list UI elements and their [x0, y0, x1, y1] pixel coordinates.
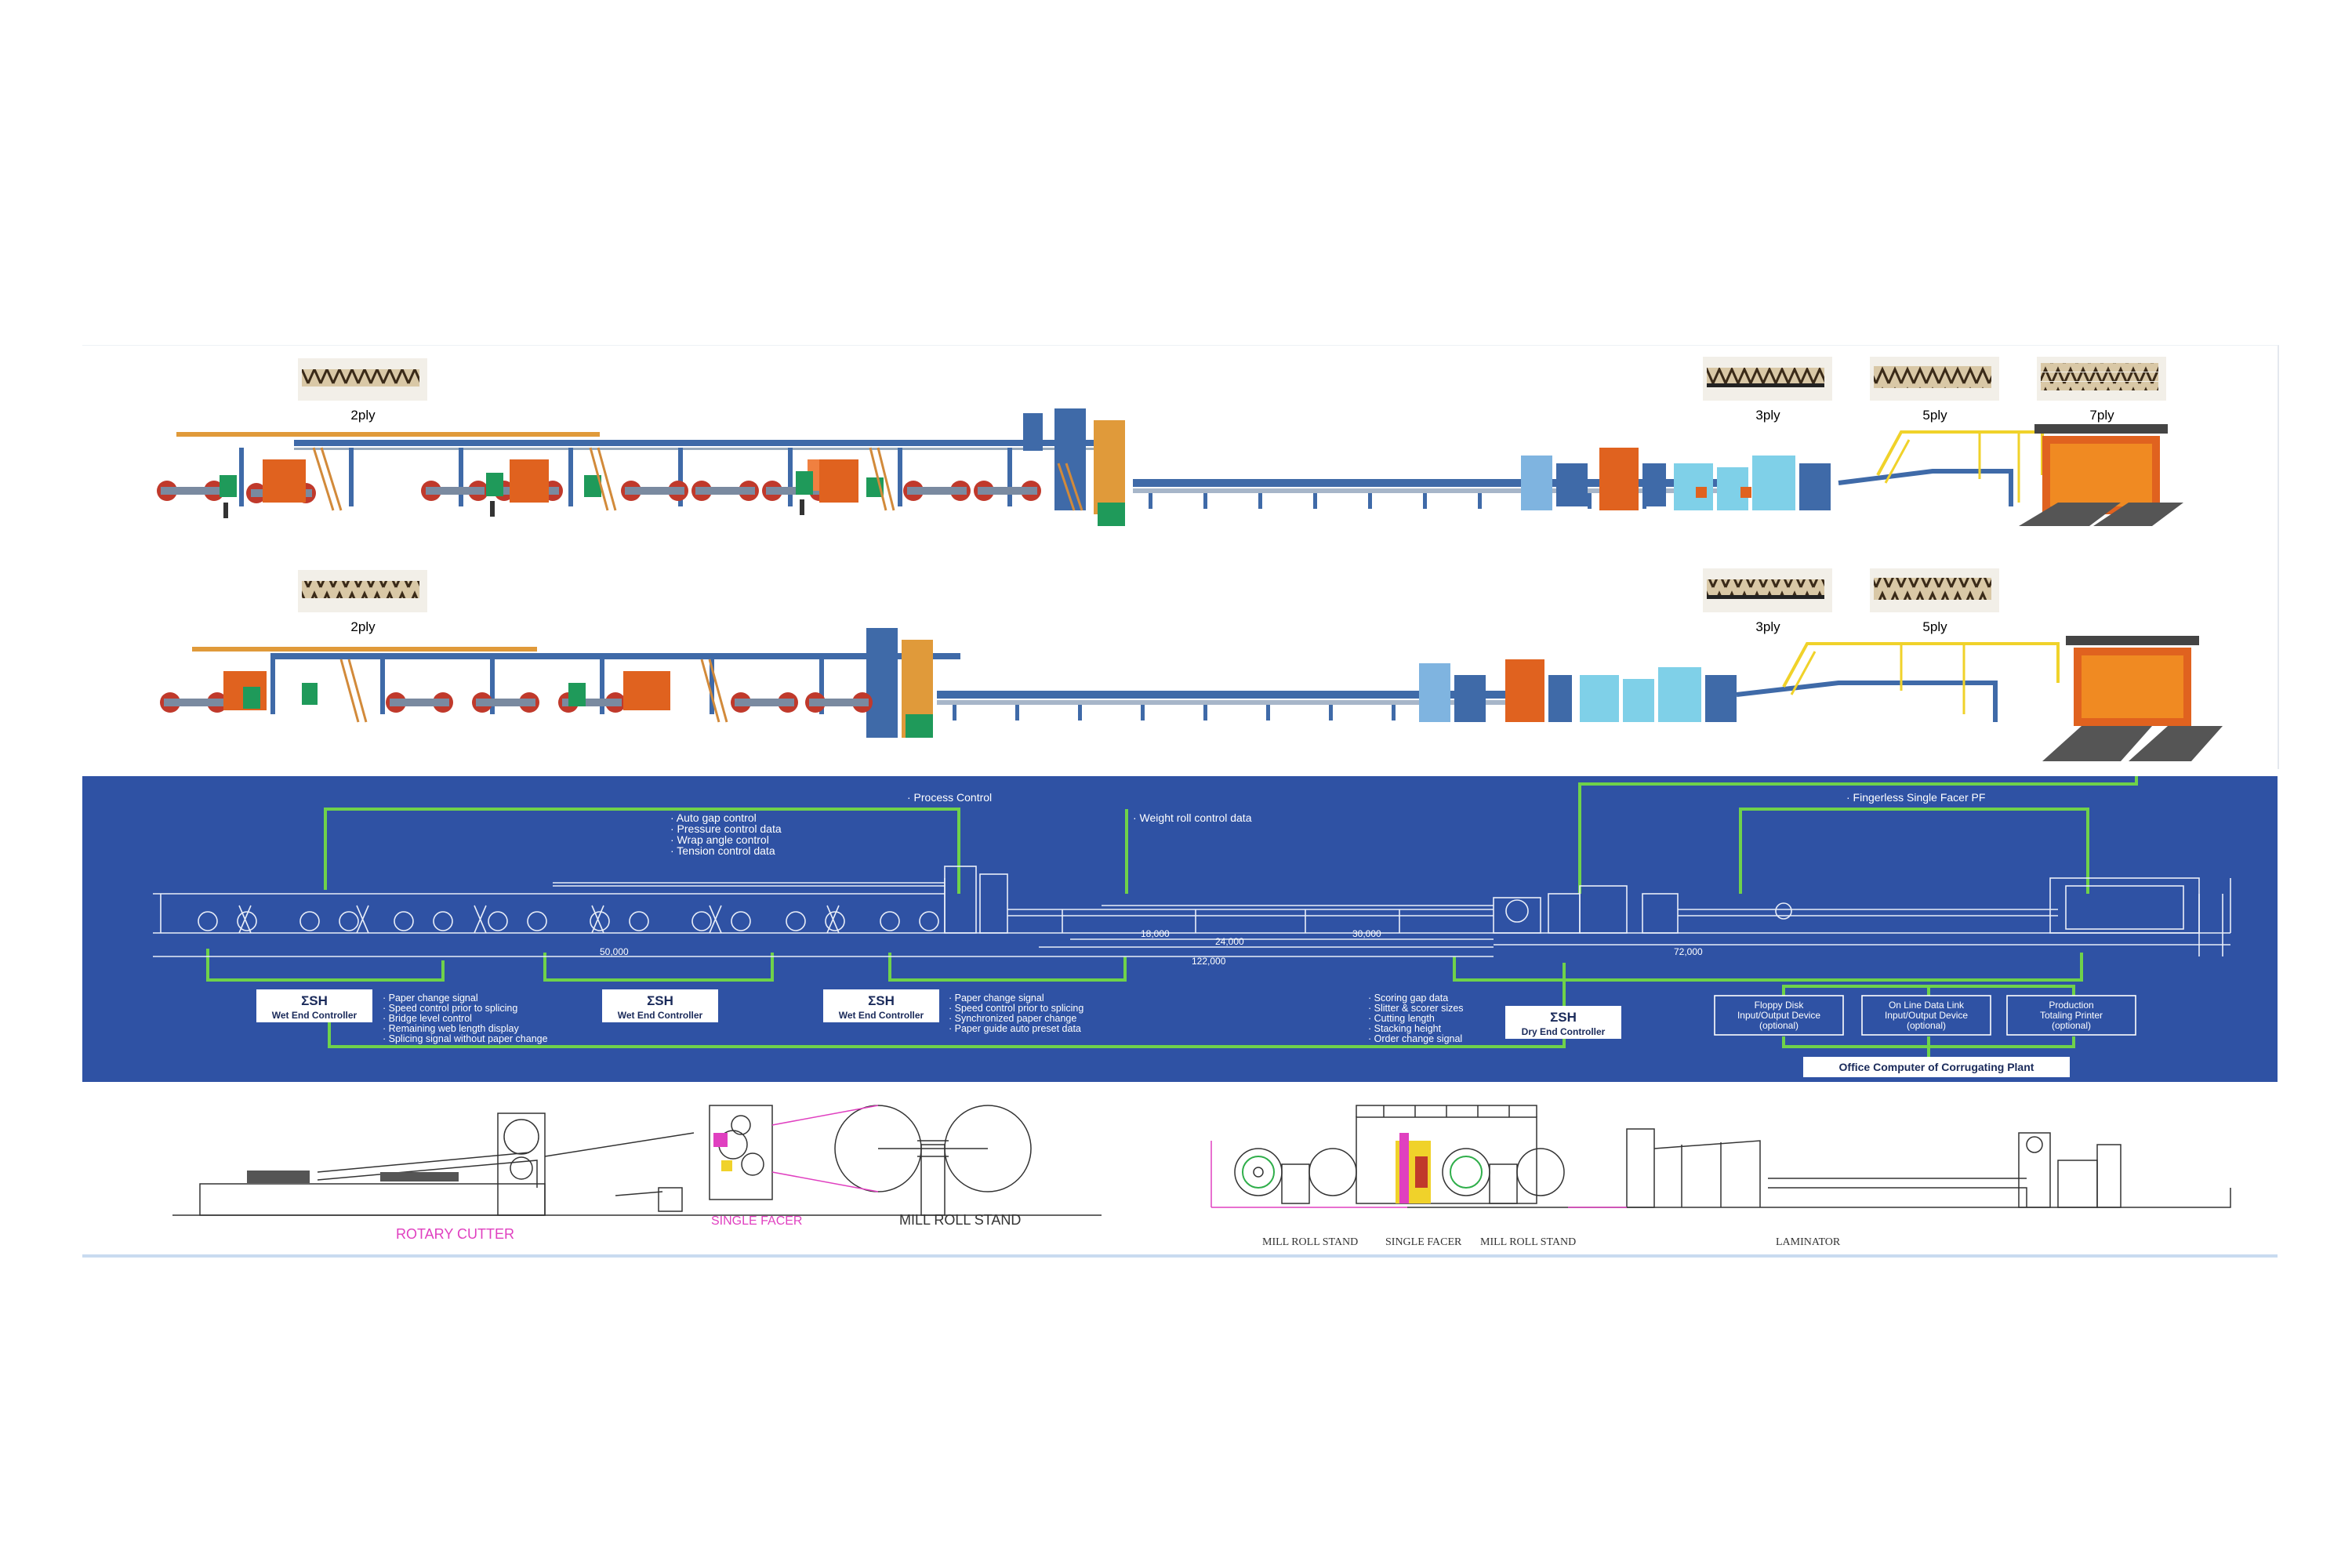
sample-3ply-swatch	[1703, 357, 1832, 401]
device-line: Totaling Printer	[2040, 1010, 2103, 1021]
sample-3ply-swatch	[1703, 568, 1832, 612]
control-signal-lines	[206, 776, 2138, 1057]
sample-label: 5ply	[1922, 408, 1947, 423]
dry-item: · Scoring gap data	[1368, 993, 1448, 1004]
dimension-labels: 50,000 18,000 24,000 30,000 122,000 72,0…	[600, 928, 1703, 967]
dry-item: · Stacking height	[1368, 1023, 1442, 1034]
rotary-cutter-label: ROTARY CUTTER	[396, 1226, 514, 1242]
sample-2ply-swatch	[298, 358, 427, 401]
sample-7ply-swatch	[2037, 357, 2166, 401]
line1-dry-end	[1521, 424, 2183, 526]
controller-name: Wet End Controller	[272, 1010, 358, 1021]
line2-wet-end	[160, 628, 960, 738]
machine-outline	[153, 866, 2231, 957]
wet-end-controller-2: ΣSH Wet End Controller	[602, 989, 718, 1022]
layout-drawings: ROTARY CUTTER SINGLE FACER MILL ROLL STA…	[172, 1105, 2231, 1248]
line1-wet-end	[157, 408, 1125, 526]
dimension-label: 18,000	[1141, 928, 1170, 939]
dimension-label: 50,000	[600, 946, 629, 957]
mill-roll-stand-label: MILL ROLL STAND	[1480, 1236, 1576, 1248]
control-system-diagram: · Process Control · Fingerless Single Fa…	[153, 776, 2231, 1077]
left-drawing	[172, 1105, 1102, 1216]
wet-mid-items: · Paper change signal · Speed control pr…	[949, 993, 1083, 1034]
device-line: Floppy Disk	[1755, 1000, 1805, 1011]
dimension-label: 72,000	[1674, 946, 1703, 957]
controller-sigma: ΣSH	[1550, 1010, 1577, 1025]
device-line: Input/Output Device	[1737, 1010, 1820, 1021]
fingerless-single-facer-label: · Fingerless Single Facer PF	[1846, 791, 1985, 804]
control-system-panel: · Process Control · Fingerless Single Fa…	[82, 776, 2278, 1082]
device-line: (optional)	[2052, 1020, 2091, 1031]
device-line: On Line Data Link	[1889, 1000, 1965, 1011]
controller-name: Wet End Controller	[618, 1010, 703, 1021]
dry-item: · Order change signal	[1368, 1033, 1462, 1044]
mill-roll-stand-label: MILL ROLL STAND	[1262, 1236, 1358, 1248]
line1: 2ply 3ply 5ply 7ply	[157, 357, 2183, 526]
sample-label: 3ply	[1755, 619, 1780, 634]
dry-item: · Slitter & scorer sizes	[1368, 1003, 1464, 1014]
wet-mid-item: · Speed control prior to splicing	[949, 1003, 1083, 1014]
wet-mid-item: · Paper change signal	[949, 993, 1044, 1004]
single-facer-label: SINGLE FACER	[1385, 1236, 1462, 1248]
wet-left-item: · Bridge level control	[383, 1013, 472, 1024]
office-computer-box: Office Computer of Corrugating Plant	[1803, 1057, 2070, 1077]
sample-label: 5ply	[1922, 619, 1947, 634]
controller-sigma: ΣSH	[868, 993, 895, 1008]
online-data-link-device: On Line Data Link Input/Output Device (o…	[1861, 995, 1991, 1036]
sample-label: 3ply	[1755, 408, 1780, 423]
mill-roll-stand-label: MILL ROLL STAND	[899, 1212, 1021, 1228]
floppy-disk-device: Floppy Disk Input/Output Device (optiona…	[1714, 995, 1844, 1036]
dry-end-items: · Scoring gap data · Slitter & scorer si…	[1368, 993, 1464, 1044]
wet-left-items: · Paper change signal · Speed control pr…	[383, 993, 548, 1044]
wet-top-item: · Auto gap control	[670, 811, 757, 824]
sample-label: 7ply	[2089, 408, 2114, 423]
dimension-label: 30,000	[1352, 928, 1381, 939]
line2-dry-end	[1419, 636, 2223, 761]
single-facer-label: SINGLE FACER	[711, 1214, 802, 1228]
laminator-label: LAMINATOR	[1776, 1236, 1841, 1248]
weight-roll-label: · Weight roll control data	[1133, 811, 1252, 824]
device-line: (optional)	[1907, 1020, 1946, 1031]
controller-name: Dry End Controller	[1522, 1026, 1606, 1037]
wet-end-controller-1: ΣSH Wet End Controller	[256, 989, 372, 1022]
line2: 2ply 3ply 5ply	[160, 568, 2223, 761]
dry-item: · Cutting length	[1368, 1013, 1435, 1024]
device-line: Input/Output Device	[1885, 1010, 1968, 1021]
controller-sigma: ΣSH	[301, 993, 328, 1008]
controller-sigma: ΣSH	[647, 993, 673, 1008]
sample-5ply-swatch	[1870, 357, 1999, 401]
dry-end-controller: ΣSH Dry End Controller	[1505, 1006, 1621, 1039]
wet-left-item: · Remaining web length display	[383, 1023, 519, 1034]
sample-5ply-swatch	[1870, 568, 1999, 612]
wet-left-item: · Speed control prior to splicing	[383, 1003, 517, 1014]
wet-mid-item: · Synchronized paper change	[949, 1013, 1076, 1024]
sample-label: 2ply	[350, 408, 376, 423]
controller-name: Wet End Controller	[839, 1010, 924, 1021]
wet-mid-item: · Paper guide auto preset data	[949, 1023, 1081, 1034]
wet-top-item: · Wrap angle control	[670, 833, 769, 846]
right-single-facer-machine	[1396, 1133, 1431, 1203]
sample-label: 2ply	[350, 619, 376, 634]
device-line: Production	[2049, 1000, 2093, 1011]
production-lines-illustration: 2ply 3ply 5ply 7ply	[157, 357, 2223, 761]
process-control-label: · Process Control	[907, 791, 992, 804]
dimension-label: 122,000	[1192, 956, 1226, 967]
production-lines-panel: 2ply 3ply 5ply 7ply	[82, 345, 2279, 769]
right-drawing	[1234, 1105, 2231, 1208]
device-line: (optional)	[1759, 1020, 1798, 1031]
wet-end-controller-3: ΣSH Wet End Controller	[823, 989, 939, 1022]
production-totaling-printer: Production Totaling Printer (optional)	[2006, 995, 2136, 1036]
layout-drawings-panel: ROTARY CUTTER SINGLE FACER MILL ROLL STA…	[82, 1086, 2278, 1258]
wet-left-item: · Paper change signal	[383, 993, 478, 1004]
wet-top-item: · Pressure control data	[670, 822, 782, 835]
wet-left-item: · Splicing signal without paper change	[383, 1033, 548, 1044]
sample-2ply-swatch	[298, 570, 427, 612]
wet-top-items: · Auto gap control · Pressure control da…	[670, 811, 782, 857]
office-computer-label: Office Computer of Corrugating Plant	[1839, 1061, 2034, 1073]
wet-top-item: · Tension control data	[670, 844, 775, 857]
dimension-label: 24,000	[1215, 936, 1244, 947]
